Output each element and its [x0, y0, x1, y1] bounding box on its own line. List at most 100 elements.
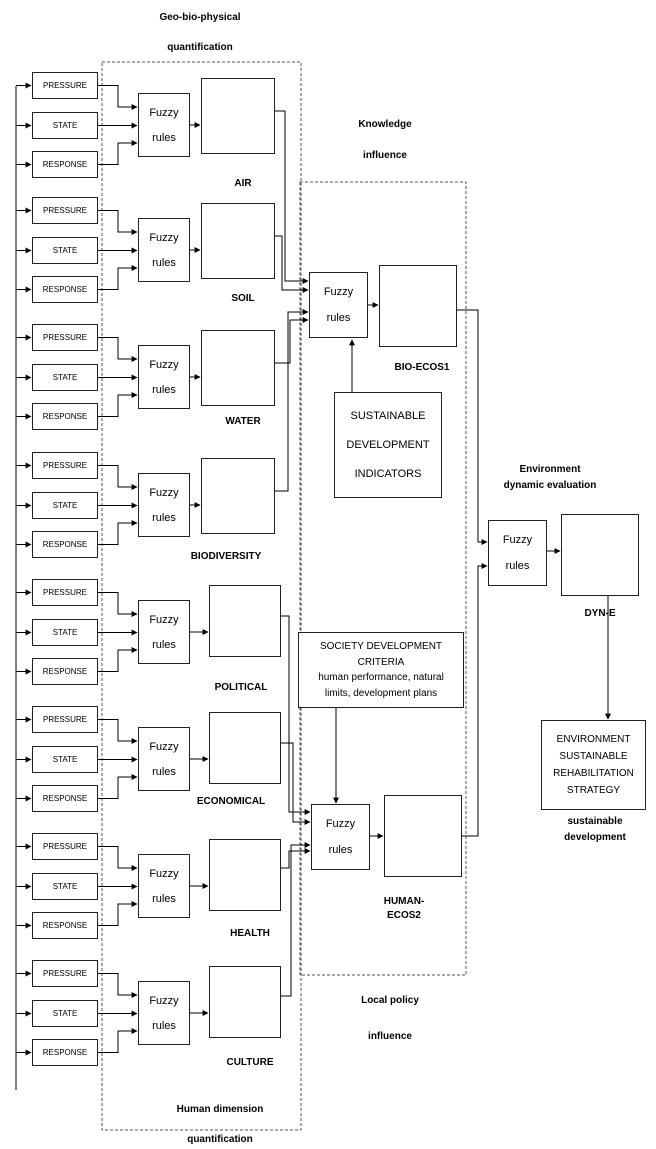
fuzzy-label-line1: Fuzzy: [149, 613, 179, 626]
geo-bio-physical-title-line2: quantification: [167, 42, 233, 53]
indicator-box-response-0: RESPONSE: [32, 151, 98, 178]
knowledge-influence-title-line2: influence: [363, 150, 407, 161]
response-connector-4: [98, 647, 138, 672]
fuzzy-label-line1: Fuzzy: [149, 994, 179, 1007]
group-label-2: WATER: [225, 416, 261, 427]
membership-box-5: [209, 712, 281, 784]
group-label-3: BIODIVERSITY: [190, 551, 262, 562]
fuzzy-label-line2: rules: [152, 256, 176, 269]
fuzzy-label-line2: rules: [326, 312, 351, 324]
political-to-human: [281, 615, 311, 815]
knowledge-region: [299, 181, 467, 976]
fuzzy-label-line1: Fuzzy: [502, 534, 533, 546]
local-policy-title-line2: influence: [368, 1031, 412, 1042]
membership-box-1: [201, 203, 275, 279]
indicator-box-response-2: RESPONSE: [32, 403, 98, 430]
pressure-connector-0: [98, 85, 138, 110]
fuzzy-rules-box-4: Fuzzy rules: [138, 600, 190, 664]
response-connector-6: [98, 901, 138, 926]
geo-bio-physical-title-line1: Geo-bio-physical: [159, 12, 241, 23]
indicator-box-state-4: STATE: [32, 619, 98, 646]
fuzzy-label-line1: Fuzzy: [149, 358, 179, 371]
indicator-box-pressure-2: PRESSURE: [32, 324, 98, 351]
env-dynamic-evaluation-title-line1: Environment: [519, 464, 581, 475]
bio-to-dyn: [457, 309, 488, 545]
society-criteria-line4: limits, development plans: [324, 687, 438, 699]
response-connector-5: [98, 774, 138, 799]
response-connector-2: [98, 392, 138, 417]
dyn-e-label: DYN-E: [584, 608, 616, 619]
fuzzy-label-line1: Fuzzy: [325, 818, 356, 830]
indicator-box-pressure-7: PRESSURE: [32, 960, 98, 987]
strategy-line-1: SUSTAINABLE: [559, 751, 628, 762]
strategy-line-0: ENVIRONMENT: [556, 734, 631, 745]
response-connector-7: [98, 1028, 138, 1053]
economical-to-human: [281, 742, 311, 825]
culture-to-human: [281, 842, 311, 997]
fuzzy-label-line2: rules: [152, 131, 176, 144]
fuzzy-label-line1: Fuzzy: [149, 486, 179, 499]
geo-bio-physical-region: [101, 61, 302, 1131]
fuzzy-label-line1: Fuzzy: [149, 740, 179, 753]
membership-box-bio: [379, 265, 457, 347]
local-policy-title-line1: Local policy: [361, 995, 419, 1006]
membership-box-0: [201, 78, 275, 154]
membership-box-6: [209, 839, 281, 911]
human-ecos2-label-line2: ECOS2: [387, 910, 421, 921]
fuzzy-label-line2: rules: [152, 892, 176, 905]
pressure-connector-1: [98, 210, 138, 235]
indicator-box-pressure-5: PRESSURE: [32, 706, 98, 733]
fuzzy-label-line2: rules: [152, 765, 176, 778]
fuzzy-label-line2: rules: [152, 638, 176, 651]
water-to-bio: [275, 317, 309, 364]
fuzzy-label-line1: Fuzzy: [149, 106, 179, 119]
society-criteria-line1: SOCIETY DEVELOPMENT: [319, 641, 443, 653]
strategy-line-2: REHABILITATION: [553, 768, 634, 779]
membership-box-4: [209, 585, 281, 657]
membership-box-2: [201, 330, 275, 406]
fuzzy-label-line2: rules: [328, 844, 353, 856]
indicator-box-response-1: RESPONSE: [32, 276, 98, 303]
fuzzy-rules-box-1: Fuzzy rules: [138, 218, 190, 282]
fuzzy-rules-box-7: Fuzzy rules: [138, 981, 190, 1045]
indicator-box-response-5: RESPONSE: [32, 785, 98, 812]
bio-ecos1-label: BIO-ECOS1: [394, 362, 450, 373]
sustainable-indicators-line-1: DEVELOPMENT: [346, 438, 430, 451]
indicator-box-state-2: STATE: [32, 364, 98, 391]
society-criteria-box: SOCIETY DEVELOPMENT CRITERIA human perform…: [298, 632, 464, 708]
fuzzy-rules-box-2: Fuzzy rules: [138, 345, 190, 409]
fuzzy-label-line2: rules: [505, 560, 530, 572]
society-criteria-line2: CRITERIA: [357, 656, 405, 668]
indicator-box-state-7: STATE: [32, 1000, 98, 1027]
fuzzy-label-line2: rules: [152, 1019, 176, 1032]
pressure-connector-6: [98, 846, 138, 871]
society-criteria-line3: human performance, natural: [318, 672, 444, 684]
indicator-box-state-5: STATE: [32, 746, 98, 773]
indicator-box-pressure-0: PRESSURE: [32, 72, 98, 99]
env-dynamic-evaluation-title-line2: dynamic evaluation: [503, 480, 597, 491]
human-dimension-title-line2: quantification: [187, 1134, 253, 1145]
group-label-4: POLITICAL: [214, 682, 268, 693]
response-connector-0: [98, 140, 138, 165]
air-to-bio: [275, 110, 309, 284]
fuzzy-rules-box-0: Fuzzy rules: [138, 93, 190, 157]
group-label-1: SOIL: [231, 293, 255, 304]
strategy-line-3: STRATEGY: [566, 785, 621, 796]
indicator-box-state-6: STATE: [32, 873, 98, 900]
response-connector-3: [98, 520, 138, 545]
health-to-human: [281, 848, 311, 869]
fuzzy-rules-human: Fuzzy rules: [311, 804, 370, 870]
group-label-7: CULTURE: [226, 1057, 274, 1068]
env-sustainable-development-title-line2: sustainable: [567, 816, 623, 827]
indicator-box-state-3: STATE: [32, 492, 98, 519]
fuzzy-label-line1: Fuzzy: [149, 231, 179, 244]
fuzzy-rules-dyn: Fuzzy rules: [488, 520, 547, 586]
indicator-box-response-4: RESPONSE: [32, 658, 98, 685]
fuzzy-label-line2: rules: [152, 383, 176, 396]
indicator-box-response-3: RESPONSE: [32, 531, 98, 558]
